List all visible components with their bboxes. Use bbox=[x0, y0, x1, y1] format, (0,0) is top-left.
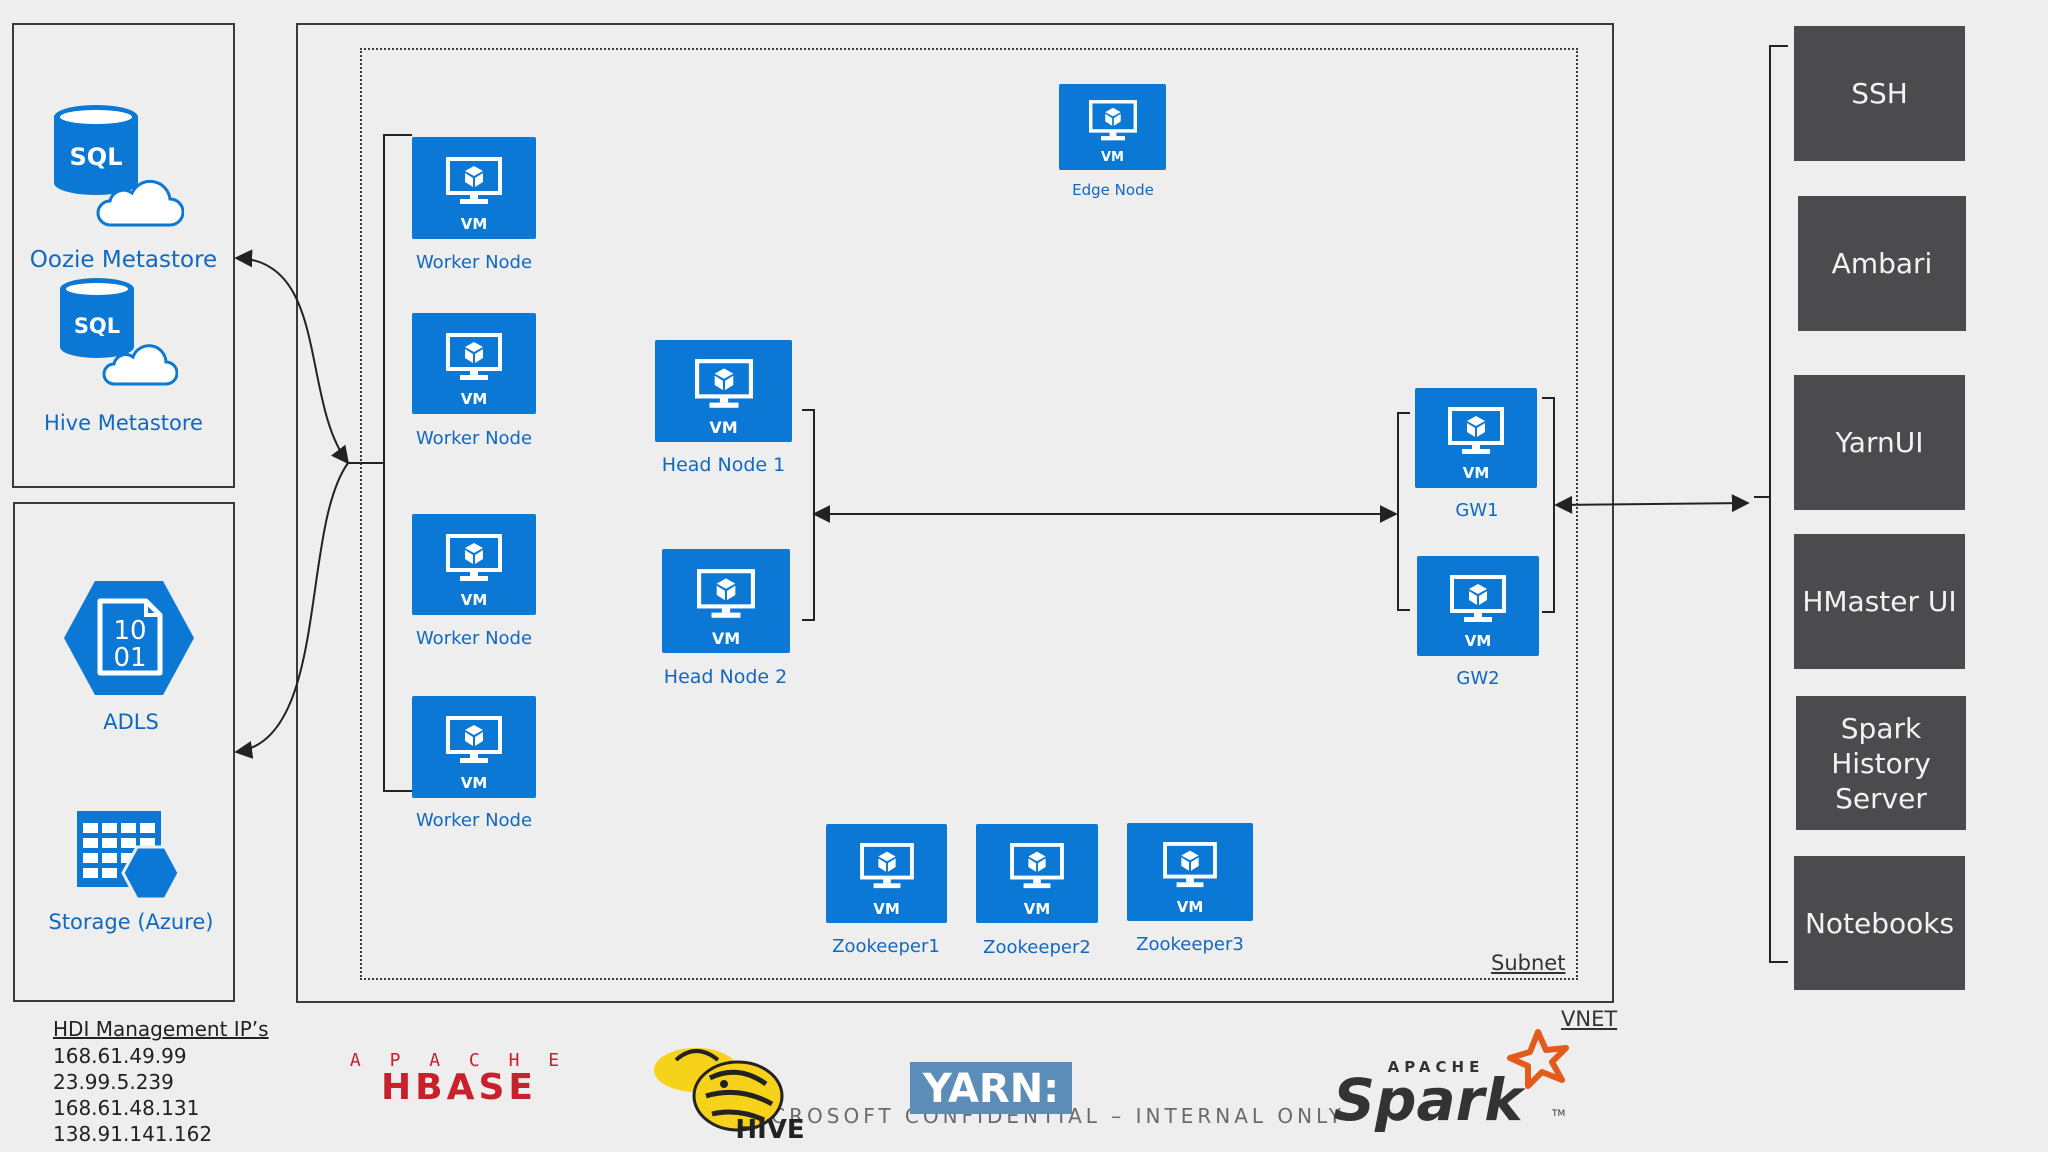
vm-label: VM bbox=[709, 418, 738, 437]
zookeeper-vm[interactable]: VM bbox=[826, 824, 947, 923]
zookeeper-vm[interactable]: VM bbox=[1127, 823, 1253, 921]
hbase-logo: A P A C H E HBASE bbox=[350, 1050, 568, 1108]
management-ip: 168.61.49.99 bbox=[53, 1044, 187, 1068]
monitor-icon bbox=[1450, 575, 1506, 622]
monitor-icon bbox=[697, 569, 755, 618]
zookeeper1-caption: Zookeeper1 bbox=[832, 936, 940, 957]
edge-node-vm[interactable]: VM bbox=[1059, 84, 1166, 170]
hmaster-ui-service[interactable]: HMaster UI bbox=[1794, 534, 1965, 669]
zookeeper-vm[interactable]: VM bbox=[976, 824, 1098, 923]
ambari-service[interactable]: Ambari bbox=[1798, 196, 1966, 331]
hive-logo-text: HIVE bbox=[735, 1115, 804, 1144]
hive-metastore-caption: Hive Metastore bbox=[44, 411, 203, 435]
cloud-icon bbox=[96, 179, 184, 227]
metastore-panel: SQL Oozie Metastore SQL Hive Metastore bbox=[12, 23, 235, 488]
hive-logo: HIVE bbox=[654, 1048, 805, 1144]
vm-label: VM bbox=[711, 629, 741, 648]
worker-node-vm[interactable]: VM bbox=[412, 137, 536, 239]
monitor-icon bbox=[1088, 100, 1137, 141]
storage-azure-caption: Storage (Azure) bbox=[48, 910, 214, 934]
vm-label: VM bbox=[1101, 150, 1124, 165]
vm-label: VM bbox=[460, 390, 488, 408]
ssh-service[interactable]: SSH bbox=[1794, 26, 1965, 161]
subnet-label: Subnet bbox=[1491, 951, 1566, 975]
gateway-vm[interactable]: VM bbox=[1415, 388, 1537, 488]
oozie-metastore-caption: Oozie Metastore bbox=[29, 247, 218, 273]
storage-panel: 10 01 ADLS Storage (Azure) bbox=[13, 502, 235, 1002]
spark-logo-tm: TM bbox=[1551, 1109, 1565, 1119]
monitor-icon bbox=[446, 333, 502, 380]
service-label: HMaster UI bbox=[1802, 585, 1957, 618]
monitor-icon bbox=[446, 534, 502, 581]
management-ip: 168.61.48.131 bbox=[53, 1096, 200, 1120]
head-node-1-caption: Head Node 1 bbox=[661, 454, 786, 476]
monitor-icon bbox=[1448, 407, 1504, 454]
vm-label: VM bbox=[1464, 632, 1492, 650]
vm-label: VM bbox=[873, 900, 900, 918]
vm-label: VM bbox=[1023, 900, 1051, 918]
adls-hexagon-icon: 10 01 bbox=[64, 581, 194, 695]
head-node-2-caption: Head Node 2 bbox=[663, 666, 788, 688]
notebooks-service[interactable]: Notebooks bbox=[1794, 856, 1965, 990]
service-label-line-1: Spark History bbox=[1831, 711, 1931, 780]
cloud-icon bbox=[102, 344, 178, 386]
sql-label: SQL bbox=[70, 143, 123, 171]
monitor-icon bbox=[1010, 843, 1064, 889]
storage-grid-icon bbox=[77, 811, 181, 901]
service-label: Notebooks bbox=[1804, 906, 1955, 940]
zookeeper3-caption: Zookeeper3 bbox=[1136, 934, 1244, 955]
service-label: YarnUI bbox=[1835, 426, 1924, 459]
zookeeper2-caption: Zookeeper2 bbox=[983, 937, 1091, 958]
hbase-logo-main: HBASE bbox=[381, 1067, 537, 1108]
adls-icon-text-1: 10 bbox=[113, 616, 146, 646]
head-node-vm[interactable]: VM bbox=[655, 340, 792, 442]
yarn-logo-text: YARN: bbox=[922, 1066, 1060, 1112]
management-ip: 23.99.5.239 bbox=[53, 1070, 174, 1094]
vm-label: VM bbox=[1462, 464, 1490, 482]
vm-label: VM bbox=[460, 215, 488, 233]
service-label: SSH bbox=[1851, 77, 1908, 110]
edge-node-caption: Edge Node bbox=[1072, 181, 1154, 199]
worker-node-caption: Worker Node bbox=[415, 252, 533, 273]
monitor-icon bbox=[694, 359, 753, 408]
service-label-line-2: Server bbox=[1835, 781, 1927, 815]
monitor-icon bbox=[1163, 842, 1217, 888]
gateway-vm[interactable]: VM bbox=[1417, 556, 1539, 656]
gw1-caption: GW1 bbox=[1455, 500, 1499, 521]
spark-logo-top: APACHE bbox=[1388, 1058, 1485, 1076]
sql-database-icon: SQL bbox=[54, 105, 138, 195]
spark-logo-main: Spark bbox=[1333, 1066, 1526, 1134]
vm-label: VM bbox=[1176, 898, 1204, 916]
adls-caption: ADLS bbox=[103, 710, 159, 734]
worker-node-vm[interactable]: VM bbox=[412, 313, 536, 414]
worker-node-vm[interactable]: VM bbox=[412, 696, 536, 798]
monitor-icon bbox=[446, 716, 502, 763]
vnet-label: VNET bbox=[1561, 1007, 1618, 1031]
gw2-caption: GW2 bbox=[1456, 668, 1500, 689]
yarn-logo bbox=[910, 1062, 1072, 1114]
yarnui-service[interactable]: YarnUI bbox=[1794, 375, 1965, 510]
adls-icon-text-2: 01 bbox=[113, 643, 146, 673]
spark-logo: APACHE Spark TM bbox=[1333, 1029, 1569, 1134]
monitor-icon bbox=[859, 843, 914, 889]
hbase-logo-top: A P A C H E bbox=[350, 1050, 568, 1071]
worker-node-caption: Worker Node bbox=[415, 810, 533, 831]
vm-label: VM bbox=[460, 591, 488, 609]
service-label: Ambari bbox=[1831, 247, 1933, 280]
worker-node-vm[interactable]: VM bbox=[412, 514, 536, 615]
monitor-icon bbox=[446, 157, 502, 204]
worker-node-caption: Worker Node bbox=[415, 628, 533, 649]
sql-database-icon: SQL bbox=[60, 278, 134, 358]
vm-label: VM bbox=[460, 774, 488, 792]
management-ip: 138.91.141.162 bbox=[53, 1122, 213, 1146]
subnet-box bbox=[360, 48, 1578, 980]
head-node-vm[interactable]: VM bbox=[662, 549, 790, 653]
management-ips-title: HDI Management IP’s bbox=[53, 1017, 269, 1041]
worker-node-caption: Worker Node bbox=[415, 428, 533, 449]
sql-label: SQL bbox=[74, 314, 120, 338]
